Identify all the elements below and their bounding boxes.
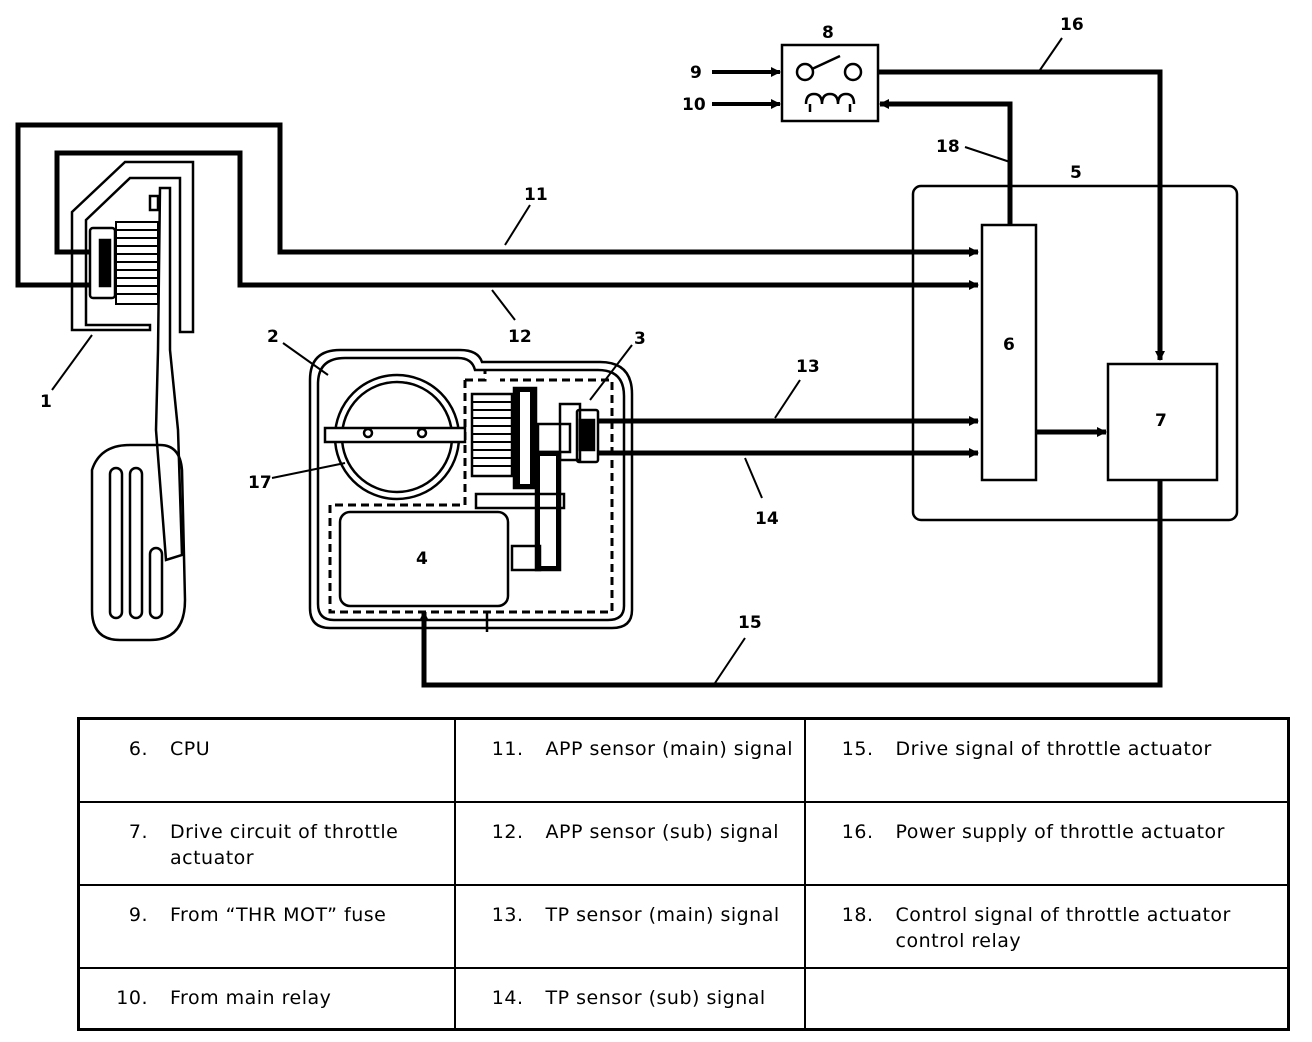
legend-row: 10. From main relay 14. TP sensor (sub) si…	[77, 966, 1290, 1031]
callout-12: 12	[508, 327, 532, 347]
legend-cell: 10. From main relay	[77, 966, 456, 1031]
legend-cell: 18. Control signal of throttle actuator c…	[803, 883, 1290, 969]
drive-signal-line	[419, 480, 1163, 688]
legend-cell: 14. TP sensor (sub) signal	[453, 966, 806, 1031]
callout-11: 11	[524, 185, 548, 205]
throttle-control-diagram: 1 2 3 4 5 6 7 8 9 10 11 12 13 14 15 16 1…	[15, 15, 1239, 688]
app-sub-line	[54, 150, 979, 290]
legend-num: 18.	[841, 903, 874, 926]
legend-text: From “THR MOT” fuse	[170, 903, 387, 926]
callout-3: 3	[634, 329, 646, 349]
legend-num: 10.	[116, 986, 148, 1009]
legend-cell: 16. Power supply of throttle actuator	[803, 800, 1290, 886]
accelerator-pedal	[70, 160, 195, 642]
legend-cell: 12. APP sensor (sub) signal	[453, 800, 806, 886]
callout-6: 6	[1003, 335, 1015, 355]
ecm-box	[911, 184, 1239, 522]
legend-text: Control signal of throttle actuator cont…	[895, 903, 1231, 952]
legend-row: 7. Drive circuit of throttle actuator 12.…	[77, 800, 1290, 886]
legend-text: From main relay	[170, 986, 332, 1009]
throttle-body	[308, 348, 634, 632]
relay-control-line	[879, 99, 1013, 225]
legend-text: Drive circuit of throttle actuator	[170, 820, 399, 869]
callout-17: 17	[248, 473, 272, 493]
legend-num: 9.	[128, 903, 148, 926]
legend-cell: 6. CPU	[77, 717, 456, 803]
callout-10: 10	[682, 95, 706, 115]
legend-cell	[803, 966, 1290, 1031]
legend-num: 6.	[128, 738, 148, 760]
legend-row: 6. CPU 11. APP sensor (main) signal 15. Dri…	[77, 717, 1290, 803]
drive-circuit-box	[1106, 362, 1219, 482]
app-main-line	[15, 122, 979, 288]
legend-cell: 13. TP sensor (main) signal	[453, 883, 806, 969]
legend-table: 6. CPU 11. APP sensor (main) signal 15. Dri…	[77, 717, 1290, 1031]
legend-text: APP sensor (main) signal	[545, 738, 793, 760]
callout-5: 5	[1070, 163, 1082, 183]
legend-cell: 9. From “THR MOT” fuse	[77, 883, 456, 969]
legend-num: 16.	[841, 820, 874, 843]
legend-num: 12.	[491, 820, 524, 843]
callout-2: 2	[267, 327, 279, 347]
callout-9: 9	[690, 63, 702, 83]
callout-7: 7	[1155, 411, 1167, 431]
legend-row: 9. From “THR MOT” fuse 13. TP sensor (main…	[77, 883, 1290, 969]
callout-4: 4	[416, 549, 428, 569]
legend-cell: 11. APP sensor (main) signal	[453, 717, 806, 803]
legend-text: TP sensor (main) signal	[545, 903, 780, 926]
legend-num: 7.	[128, 820, 148, 843]
legend-num: 13.	[491, 903, 524, 926]
legend-num: 15.	[841, 738, 874, 760]
legend-cell: 15. Drive signal of throttle actuator	[803, 717, 1290, 803]
legend-text	[896, 985, 1278, 989]
legend-num: 11.	[491, 738, 524, 760]
legend-num: 14.	[491, 986, 524, 1009]
callout-16: 16	[1060, 15, 1084, 35]
callout-1: 1	[40, 392, 52, 412]
callout-13: 13	[796, 357, 820, 377]
callout-18: 18	[936, 137, 960, 157]
legend-num	[816, 985, 896, 989]
callout-14: 14	[755, 509, 779, 529]
legend-text: Power supply of throttle actuator	[895, 820, 1225, 843]
legend-cell: 7. Drive circuit of throttle actuator	[77, 800, 456, 886]
legend-text: Drive signal of throttle actuator	[895, 738, 1212, 760]
legend-text: APP sensor (sub) signal	[545, 820, 780, 843]
legend-text: TP sensor (sub) signal	[545, 986, 766, 1009]
callout-15: 15	[738, 613, 762, 633]
power-supply-line	[878, 69, 1165, 361]
relay-box	[780, 43, 880, 123]
legend-text: CPU	[170, 738, 211, 760]
callout-8: 8	[822, 23, 834, 43]
